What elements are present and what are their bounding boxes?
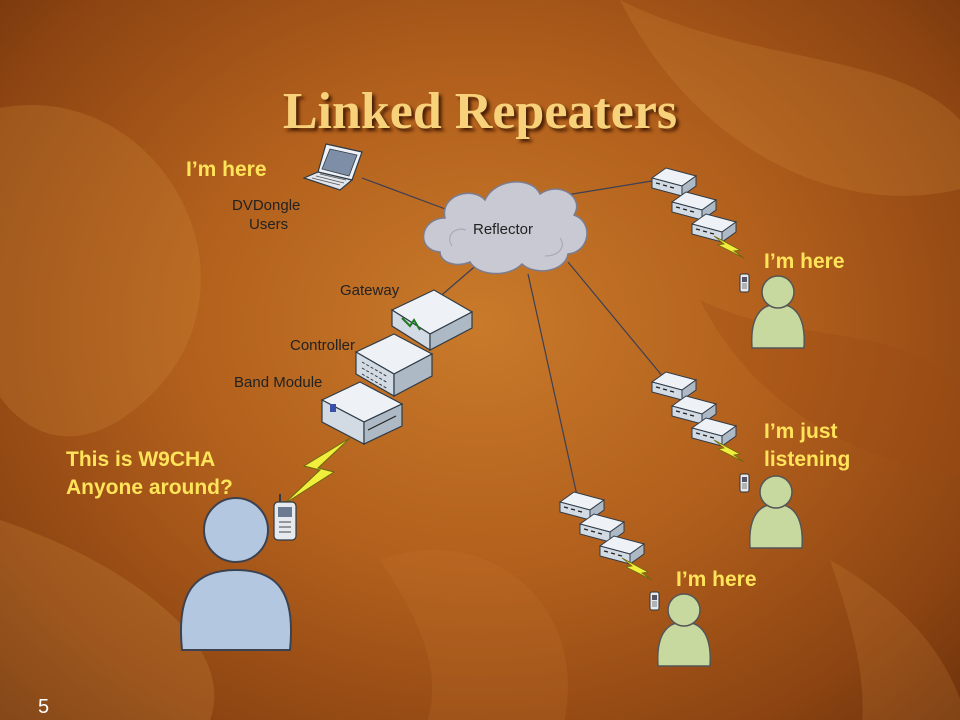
callout-dongle-user: I’m here — [186, 158, 267, 181]
local-user-person-icon — [180, 497, 292, 651]
connection-lines — [361, 177, 665, 501]
laptop-icon — [302, 143, 363, 191]
callout-remote-top: I’m here — [764, 250, 845, 273]
gateway-icon — [390, 289, 474, 352]
reflector-label: Reflector — [473, 221, 533, 238]
band-module-icon — [320, 381, 404, 445]
reflector-cloud: Reflector — [423, 181, 588, 275]
slide-title: Linked Repeaters — [282, 83, 678, 140]
remote-person-middle-icon — [749, 475, 803, 549]
handheld-radio-icon — [273, 494, 297, 541]
callout-remote-bottom: I’m here — [676, 568, 757, 591]
remote-person-bottom-icon — [657, 593, 711, 667]
gateway-label: Gateway — [340, 282, 400, 299]
remote-repeater-bottom — [559, 491, 660, 611]
controller-icon — [354, 333, 434, 398]
page-number: 5 — [38, 696, 50, 718]
callout-local-user: This is W9CHA Anyone around? — [66, 448, 233, 499]
remote-repeater-top — [651, 167, 750, 293]
laptop-label: DVDongle Users — [232, 197, 301, 233]
remote-repeater-middle — [651, 371, 750, 493]
lightning-bolt-icon — [283, 437, 351, 505]
callout-remote-middle: I’m just listening — [764, 420, 851, 471]
remote-person-top-icon — [751, 275, 805, 349]
band-module-label: Band Module — [234, 374, 323, 391]
controller-label: Controller — [290, 337, 356, 354]
